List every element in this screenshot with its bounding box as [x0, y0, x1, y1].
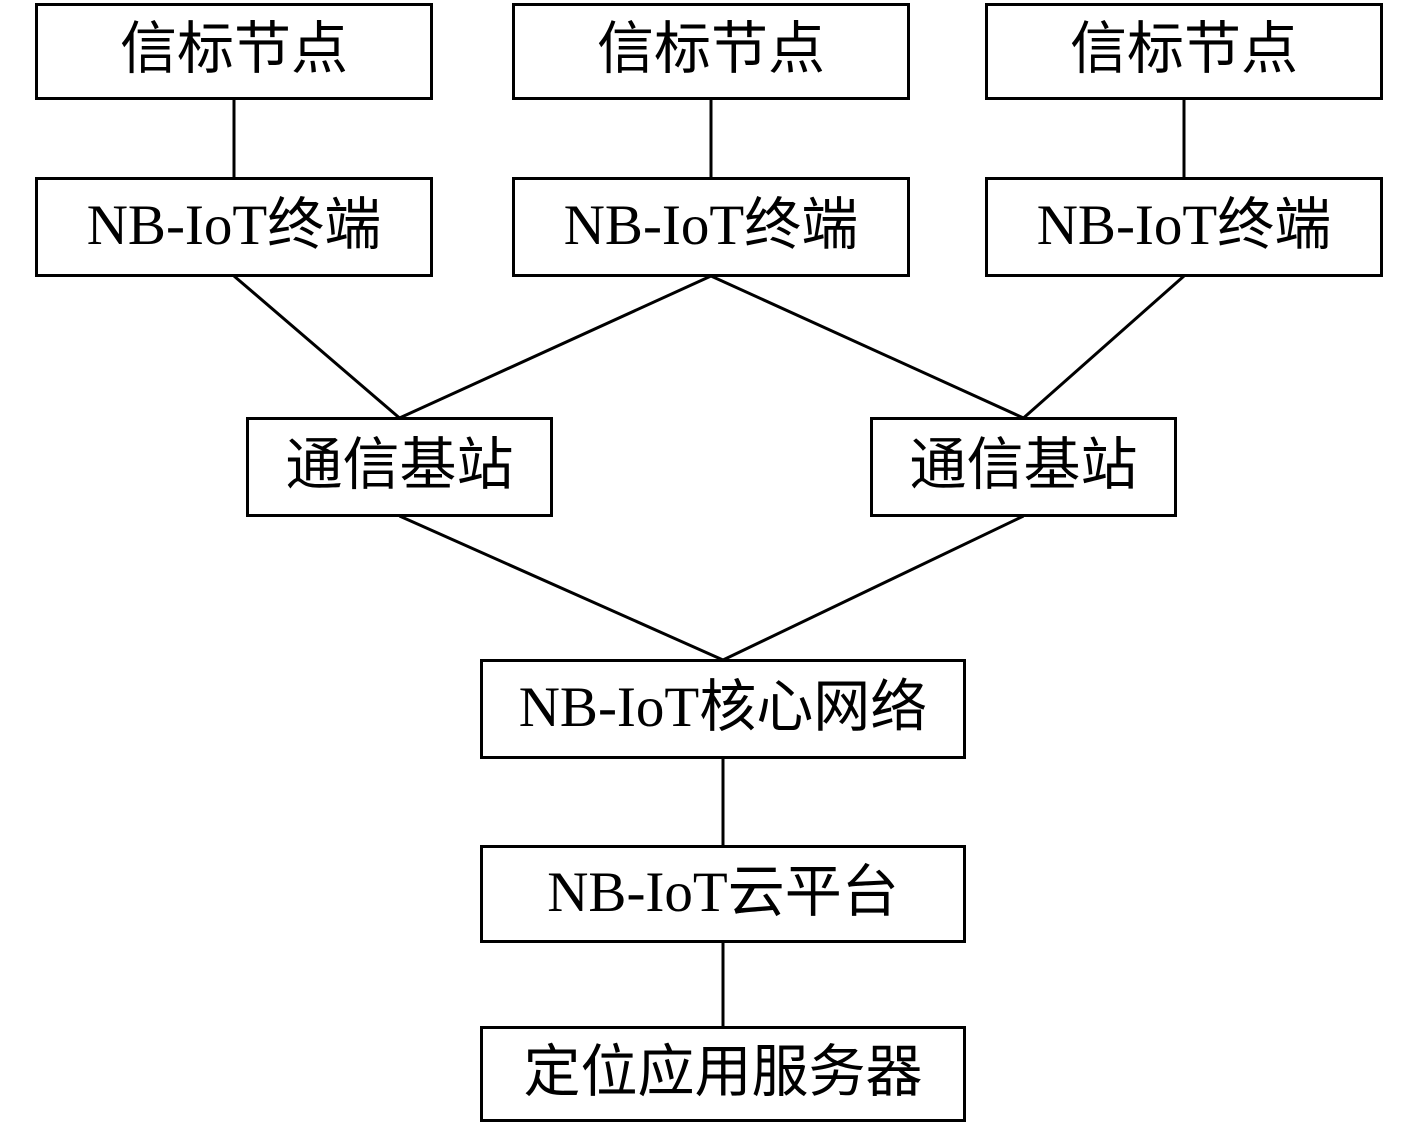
- node-nbiot-terminal-3: NB-IoT终端: [985, 177, 1383, 277]
- node-nbiot-terminal-1: NB-IoT终端: [35, 177, 433, 277]
- edge-terminal2-base1: [398, 274, 712, 420]
- node-beacon-1-label: 信标节点: [120, 18, 348, 81]
- node-positioning-app-server-label: 定位应用服务器: [523, 1040, 923, 1104]
- node-core-network-label: NB-IoT核心网络: [518, 675, 928, 739]
- node-nbiot-terminal-1-label: NB-IoT终端: [86, 193, 382, 257]
- node-cloud-platform: NB-IoT云平台: [480, 845, 966, 943]
- node-base-station-right-label: 通信基站: [909, 433, 1138, 497]
- node-base-station-left: 通信基站: [246, 417, 553, 517]
- node-base-station-right: 通信基站: [870, 417, 1177, 517]
- node-base-station-left-label: 通信基站: [285, 433, 514, 497]
- node-beacon-1: 信标节点: [35, 3, 433, 100]
- node-positioning-app-server: 定位应用服务器: [480, 1026, 966, 1122]
- edge-terminal2-base2: [710, 274, 1025, 420]
- node-nbiot-terminal-2-label: NB-IoT终端: [563, 193, 859, 257]
- edge-base2-core: [722, 514, 1025, 662]
- node-beacon-3: 信标节点: [985, 3, 1383, 100]
- node-core-network: NB-IoT核心网络: [480, 659, 966, 759]
- edge-base1-core: [398, 514, 724, 662]
- node-cloud-platform-label: NB-IoT云平台: [547, 860, 899, 924]
- edge-terminal1-base1: [233, 274, 401, 420]
- node-beacon-2: 信标节点: [512, 3, 910, 100]
- node-nbiot-terminal-3-label: NB-IoT终端: [1036, 193, 1332, 257]
- node-beacon-2-label: 信标节点: [597, 18, 825, 81]
- node-nbiot-terminal-2: NB-IoT终端: [512, 177, 910, 277]
- edge-terminal3-base2: [1022, 274, 1185, 420]
- node-beacon-3-label: 信标节点: [1070, 18, 1298, 81]
